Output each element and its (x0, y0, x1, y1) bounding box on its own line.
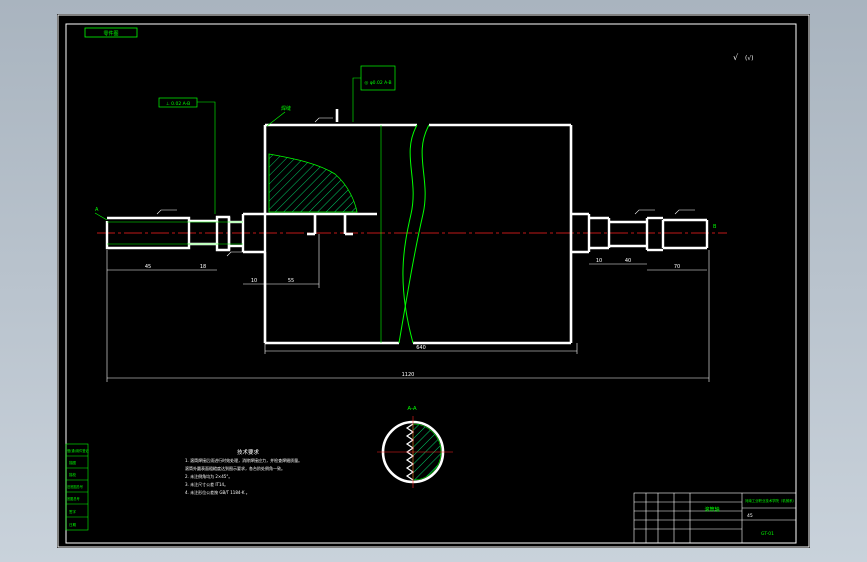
tech-req-line-4: 3. 未注尺寸公差 IT14。 (185, 481, 228, 487)
stamp-row-7: 日期 (69, 522, 76, 527)
dim-drum-length: 640 (416, 345, 426, 351)
stamp-row-2: 描图 (69, 460, 76, 465)
tech-req-line-2: 滚筒外圆表面粗糙度达到图示要求，各台阶处倒角一致。 (185, 465, 285, 471)
drum-break-right (398, 124, 430, 344)
stamp-row-5: 底图总号 (67, 496, 80, 501)
title-block-material: 45 (747, 513, 753, 519)
stamp-row-1: 借(通)用件登记 (67, 448, 89, 453)
stamp-row-4: 旧底图总号 (67, 484, 83, 489)
gdt-2: ◎ φ0.02 A-B (364, 80, 391, 86)
dim-right-c: 70 (674, 264, 680, 270)
title-block-drawing-no: GT-01 (761, 531, 774, 537)
drum-body (263, 109, 573, 345)
gdt-frame-2 (360, 65, 396, 91)
dim-overall-length: 1120 (402, 372, 415, 378)
dim-left-b: 18 (200, 264, 206, 270)
weld-label: 焊缝 (281, 105, 291, 112)
datum-left-leader (94, 212, 108, 221)
shaft-drawing: 零件图 √ (√) (57, 14, 810, 548)
tech-req-line-5: 4. 未注形位公差按 GB/T 1184-K 。 (185, 489, 250, 495)
dim-left-d: 55 (288, 278, 294, 284)
stamp-row-6: 签字 (69, 509, 76, 514)
datum-right: B (713, 224, 717, 230)
title-block-part-name: 滚筒轴 (704, 506, 719, 513)
dim-right-b: 40 (625, 258, 631, 264)
stamp-row-3: 描校 (69, 472, 76, 477)
sheet-inner-border (65, 23, 797, 544)
sheet-outer-frame (57, 14, 810, 548)
title-tag: 零件图 (103, 30, 118, 37)
drum-break-left (402, 124, 418, 344)
gdt-2-leader (352, 77, 361, 122)
dimension-lines (106, 234, 710, 382)
weld-section-hatch (268, 153, 358, 213)
roughness-note: (√) (745, 55, 754, 62)
roughness-note-icon: √ (733, 53, 739, 62)
gdt-1-leader (197, 101, 216, 214)
tech-req-title: 技术要求 (237, 448, 260, 456)
section-label: A-A (407, 406, 417, 412)
left-shaft (105, 212, 267, 254)
tech-req-line-3: 2. 未注倒角均为 2×45°。 (185, 473, 232, 479)
title-block (633, 492, 797, 544)
datum-left: A (95, 207, 99, 213)
right-shaft (571, 212, 709, 254)
dim-left-c: 10 (251, 278, 257, 284)
drawing-sheet[interactable]: 零件图 √ (√) (57, 14, 810, 548)
left-stamp-table (65, 443, 89, 531)
gdt-frame-1 (158, 97, 198, 108)
weld-leader (266, 111, 286, 127)
tech-req-line-1: 1. 滚筒焊接后须进行时效处理，消除焊接应力，并检查焊缝质量。 (185, 457, 302, 463)
title-block-school: 河南工业职业技术学院（机械系） (745, 498, 796, 503)
gdt-1: ⊥ 0.02 A-B (166, 101, 190, 107)
dim-right-a: 10 (596, 258, 602, 264)
roughness-symbols (156, 117, 695, 257)
dim-left-a: 45 (145, 264, 151, 270)
title-tag-box (84, 27, 138, 38)
